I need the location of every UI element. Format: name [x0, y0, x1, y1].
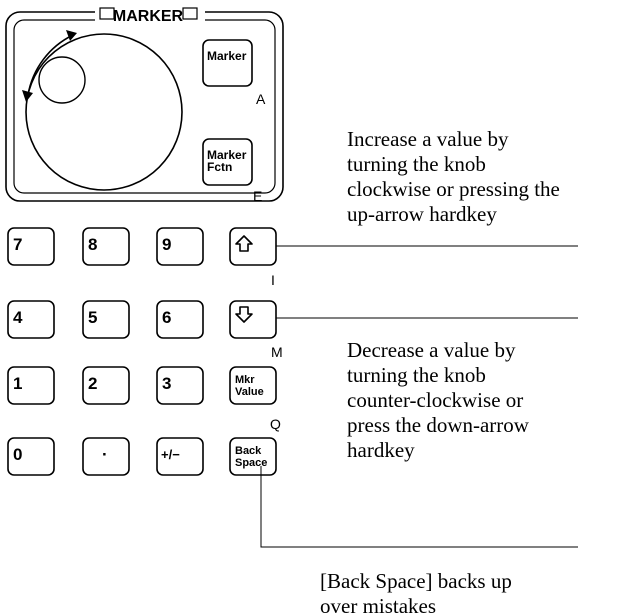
- back-space-key[interactable]: Back Space: [229, 437, 277, 476]
- decrease-callout-line: Decrease a value by: [347, 338, 516, 362]
- key-8-label: 8: [88, 235, 97, 254]
- plus-minus-label: +/−: [161, 447, 180, 462]
- decrease-callout-line: hardkey: [347, 438, 415, 462]
- key-0-label: 0: [13, 445, 22, 464]
- back-space-label-line1: Back: [235, 445, 262, 457]
- backspace-callout: [Back Space] backs up over mistakes: [320, 569, 512, 616]
- decrease-callout-line: press the down-arrow: [347, 413, 529, 437]
- backspace-callout-line: over mistakes: [320, 594, 437, 616]
- key-1-label: 1: [13, 374, 22, 393]
- mkr-value-label-line2: Value: [235, 386, 264, 398]
- marker-fctn-label-line1: Marker: [207, 148, 247, 162]
- key-3[interactable]: 3: [156, 366, 204, 405]
- decimal-point-label: ·: [102, 445, 108, 464]
- key-5[interactable]: 5: [82, 300, 130, 339]
- down-arrow-key[interactable]: [229, 300, 277, 339]
- increase-callout: Increase a value by turning the knob clo…: [347, 127, 560, 227]
- up-arrow-key[interactable]: [229, 227, 277, 266]
- increase-callout-line: Increase a value by: [347, 127, 509, 151]
- key-6-label: 6: [162, 308, 171, 327]
- marker-panel-title: MARKER: [113, 8, 184, 25]
- rotary-knob[interactable]: [25, 33, 183, 191]
- marker-fctn-letter: E: [253, 188, 262, 204]
- key-7[interactable]: 7: [7, 227, 55, 266]
- marker-button-letter: A: [256, 91, 266, 107]
- key-8[interactable]: 8: [82, 227, 130, 266]
- key-2-label: 2: [88, 374, 97, 393]
- up-arrow-icon: [235, 235, 253, 252]
- increase-callout-line: up-arrow hardkey: [347, 202, 497, 226]
- key-3-label: 3: [162, 374, 171, 393]
- mkr-value-label-line1: Mkr: [235, 374, 255, 386]
- key-0[interactable]: 0: [7, 437, 55, 476]
- mkr-value-key[interactable]: Mkr Value: [229, 366, 277, 405]
- plus-minus-key[interactable]: +/−: [156, 437, 204, 476]
- down-arrow-letter: M: [271, 344, 283, 360]
- key-9-label: 9: [162, 235, 171, 254]
- marker-fctn-button[interactable]: Marker Fctn: [202, 138, 253, 186]
- up-arrow-letter: I: [271, 272, 275, 288]
- increase-callout-line: clockwise or pressing the: [347, 177, 560, 201]
- key-4-label: 4: [13, 308, 23, 327]
- marker-panel: MARKER: [5, 7, 284, 202]
- increase-callout-line: turning the knob: [347, 152, 486, 176]
- key-9[interactable]: 9: [156, 227, 204, 266]
- back-space-label-line2: Space: [235, 457, 267, 469]
- key-5-label: 5: [88, 308, 97, 327]
- marker-fctn-label-line2: Fctn: [207, 160, 232, 174]
- mkr-value-letter: Q: [270, 416, 281, 432]
- backspace-callout-line: [Back Space] backs up: [320, 569, 512, 593]
- decrease-callout: Decrease a value by turning the knob cou…: [347, 338, 529, 463]
- decrease-callout-line: turning the knob: [347, 363, 486, 387]
- key-4[interactable]: 4: [7, 300, 55, 339]
- decrease-callout-line: counter-clockwise or: [347, 388, 524, 412]
- decimal-point-key[interactable]: ·: [82, 437, 130, 476]
- key-7-label: 7: [13, 235, 22, 254]
- clockwise-arrow-icon: [22, 30, 77, 102]
- key-2[interactable]: 2: [82, 366, 130, 405]
- key-6[interactable]: 6: [156, 300, 204, 339]
- key-1[interactable]: 1: [7, 366, 55, 405]
- down-arrow-icon: [235, 306, 253, 323]
- backspace-leader-line: [260, 466, 578, 548]
- marker-button-label: Marker: [207, 49, 247, 63]
- marker-button[interactable]: Marker: [202, 39, 253, 87]
